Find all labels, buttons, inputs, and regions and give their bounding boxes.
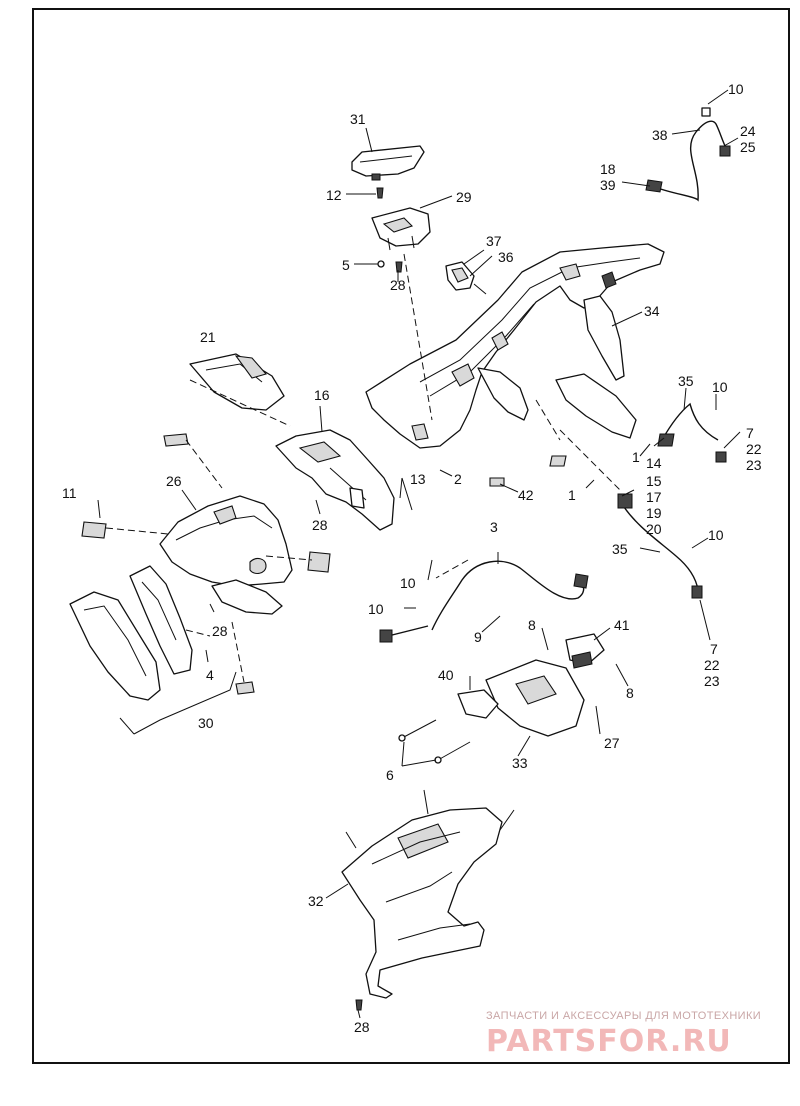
part-16-inner-panel bbox=[275, 429, 395, 531]
callout-7-b: 7 bbox=[710, 641, 718, 657]
callout-9: 9 bbox=[474, 629, 482, 645]
callout-40: 40 bbox=[438, 667, 454, 683]
callout-42: 42 bbox=[518, 487, 534, 503]
callout-1-b: 1 bbox=[568, 487, 576, 503]
callout-35-a: 35 bbox=[678, 373, 694, 389]
callout-5: 5 bbox=[342, 257, 350, 273]
callout-labels: 31 12 29 5 28 37 36 10 38 24 25 18 39 34… bbox=[62, 81, 762, 1035]
callout-28-mid: 28 bbox=[312, 517, 328, 533]
part-21-cover bbox=[189, 353, 285, 411]
callout-3: 3 bbox=[490, 519, 498, 535]
callout-17: 17 bbox=[646, 489, 662, 505]
callout-8-a: 8 bbox=[528, 617, 536, 633]
callout-24: 24 bbox=[740, 123, 756, 139]
callout-30: 30 bbox=[198, 715, 214, 731]
small-pads bbox=[81, 433, 331, 695]
callout-27: 27 bbox=[604, 735, 620, 751]
callout-19: 19 bbox=[646, 505, 662, 521]
part-34-rear-cowl bbox=[365, 243, 665, 449]
watermark-tagline: ЗАПЧАСТИ И АКСЕССУАРЫ ДЛЯ МОТОТЕХНИКИ bbox=[486, 1010, 762, 1022]
callout-31: 31 bbox=[350, 111, 366, 127]
callout-1-a: 1 bbox=[632, 449, 640, 465]
callout-14: 14 bbox=[646, 455, 662, 471]
callout-7-a: 7 bbox=[746, 425, 754, 441]
callout-22-b: 22 bbox=[704, 657, 720, 673]
callout-26: 26 bbox=[166, 473, 182, 489]
callout-21: 21 bbox=[200, 329, 216, 345]
callout-28-top: 28 bbox=[390, 277, 406, 293]
part-31-grab-pad bbox=[351, 145, 425, 181]
assembly-lines bbox=[105, 253, 621, 683]
leader-lines bbox=[97, 89, 741, 1019]
callout-10-d: 10 bbox=[400, 575, 416, 591]
callout-23-b: 23 bbox=[704, 673, 720, 689]
callout-23-a: 23 bbox=[746, 457, 762, 473]
part-6-bolts bbox=[398, 719, 471, 764]
callout-13: 13 bbox=[410, 471, 426, 487]
callout-41: 41 bbox=[614, 617, 630, 633]
callout-32: 32 bbox=[308, 893, 324, 909]
callout-12: 12 bbox=[326, 187, 342, 203]
watermark: ЗАПЧАСТИ И АКСЕССУАРЫ ДЛЯ МОТОТЕХНИКИ PA… bbox=[486, 1010, 786, 1059]
callout-25: 25 bbox=[740, 139, 756, 155]
part-30-trim bbox=[69, 565, 193, 701]
part-36-37-plug bbox=[445, 261, 487, 295]
callout-6: 6 bbox=[386, 767, 394, 783]
callout-10-e: 10 bbox=[368, 601, 384, 617]
callout-22-a: 22 bbox=[746, 441, 762, 457]
callout-15: 15 bbox=[646, 473, 662, 489]
callout-10-c: 10 bbox=[708, 527, 724, 543]
callout-37: 37 bbox=[486, 233, 502, 249]
diagram-frame bbox=[32, 8, 790, 1064]
part-38-cable bbox=[645, 107, 731, 202]
callout-36: 36 bbox=[498, 249, 514, 265]
hardware-top bbox=[376, 187, 403, 273]
callout-10-b: 10 bbox=[712, 379, 728, 395]
callout-4: 4 bbox=[206, 667, 214, 683]
callout-2: 2 bbox=[454, 471, 462, 487]
callout-16: 16 bbox=[314, 387, 330, 403]
part-35-wire-right bbox=[617, 402, 727, 599]
part-26-side-fairing bbox=[159, 495, 293, 615]
callout-11: 11 bbox=[62, 485, 77, 501]
callout-29: 29 bbox=[456, 189, 472, 205]
part-32-subframe bbox=[341, 789, 515, 999]
part-3-harness bbox=[379, 560, 589, 643]
part-33-bracket-assembly bbox=[457, 633, 605, 737]
callout-28-bottom: 28 bbox=[354, 1019, 370, 1035]
callout-39: 39 bbox=[600, 177, 616, 193]
hardware-bottom bbox=[355, 999, 363, 1011]
callout-38: 38 bbox=[652, 127, 668, 143]
watermark-logo: PARTSFOR.RU bbox=[486, 1024, 732, 1059]
callout-18: 18 bbox=[600, 161, 616, 177]
callout-20: 20 bbox=[646, 521, 662, 537]
callout-35-b: 35 bbox=[612, 541, 628, 557]
callout-28-left: 28 bbox=[212, 623, 228, 639]
part-42-panel bbox=[489, 373, 637, 487]
callout-34: 34 bbox=[644, 303, 660, 319]
callout-33: 33 bbox=[512, 755, 528, 771]
callout-10-a: 10 bbox=[728, 81, 744, 97]
part-29-bracket bbox=[371, 207, 431, 251]
callout-8-b: 8 bbox=[626, 685, 634, 701]
